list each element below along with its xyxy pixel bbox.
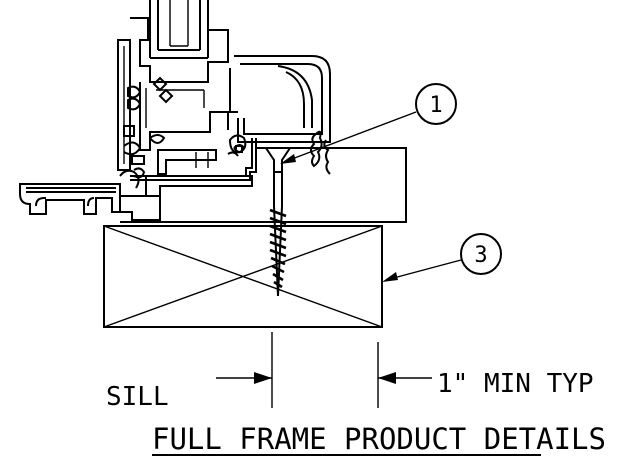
callout-3: 3 — [382, 233, 502, 282]
title-text: FULL FRAME PRODUCT DETAILS — [152, 422, 606, 456]
screw-fastener — [264, 147, 292, 297]
callout-3-label: 3 — [474, 243, 487, 268]
dimension-annotation: SILL 1" MIN TYP — [106, 332, 594, 412]
callout-1-label: 1 — [429, 93, 442, 118]
sill-extension — [19, 167, 253, 221]
interior-sill-board — [120, 130, 407, 223]
window-frame-profile — [117, 0, 331, 181]
wood-blocking — [103, 225, 383, 328]
drawing-title: FULL FRAME PRODUCT DETAILS — [152, 422, 606, 456]
sill-label: SILL — [106, 382, 169, 412]
callout-1: 1 — [280, 83, 457, 164]
dimension-label: 1" MIN TYP — [437, 369, 594, 399]
